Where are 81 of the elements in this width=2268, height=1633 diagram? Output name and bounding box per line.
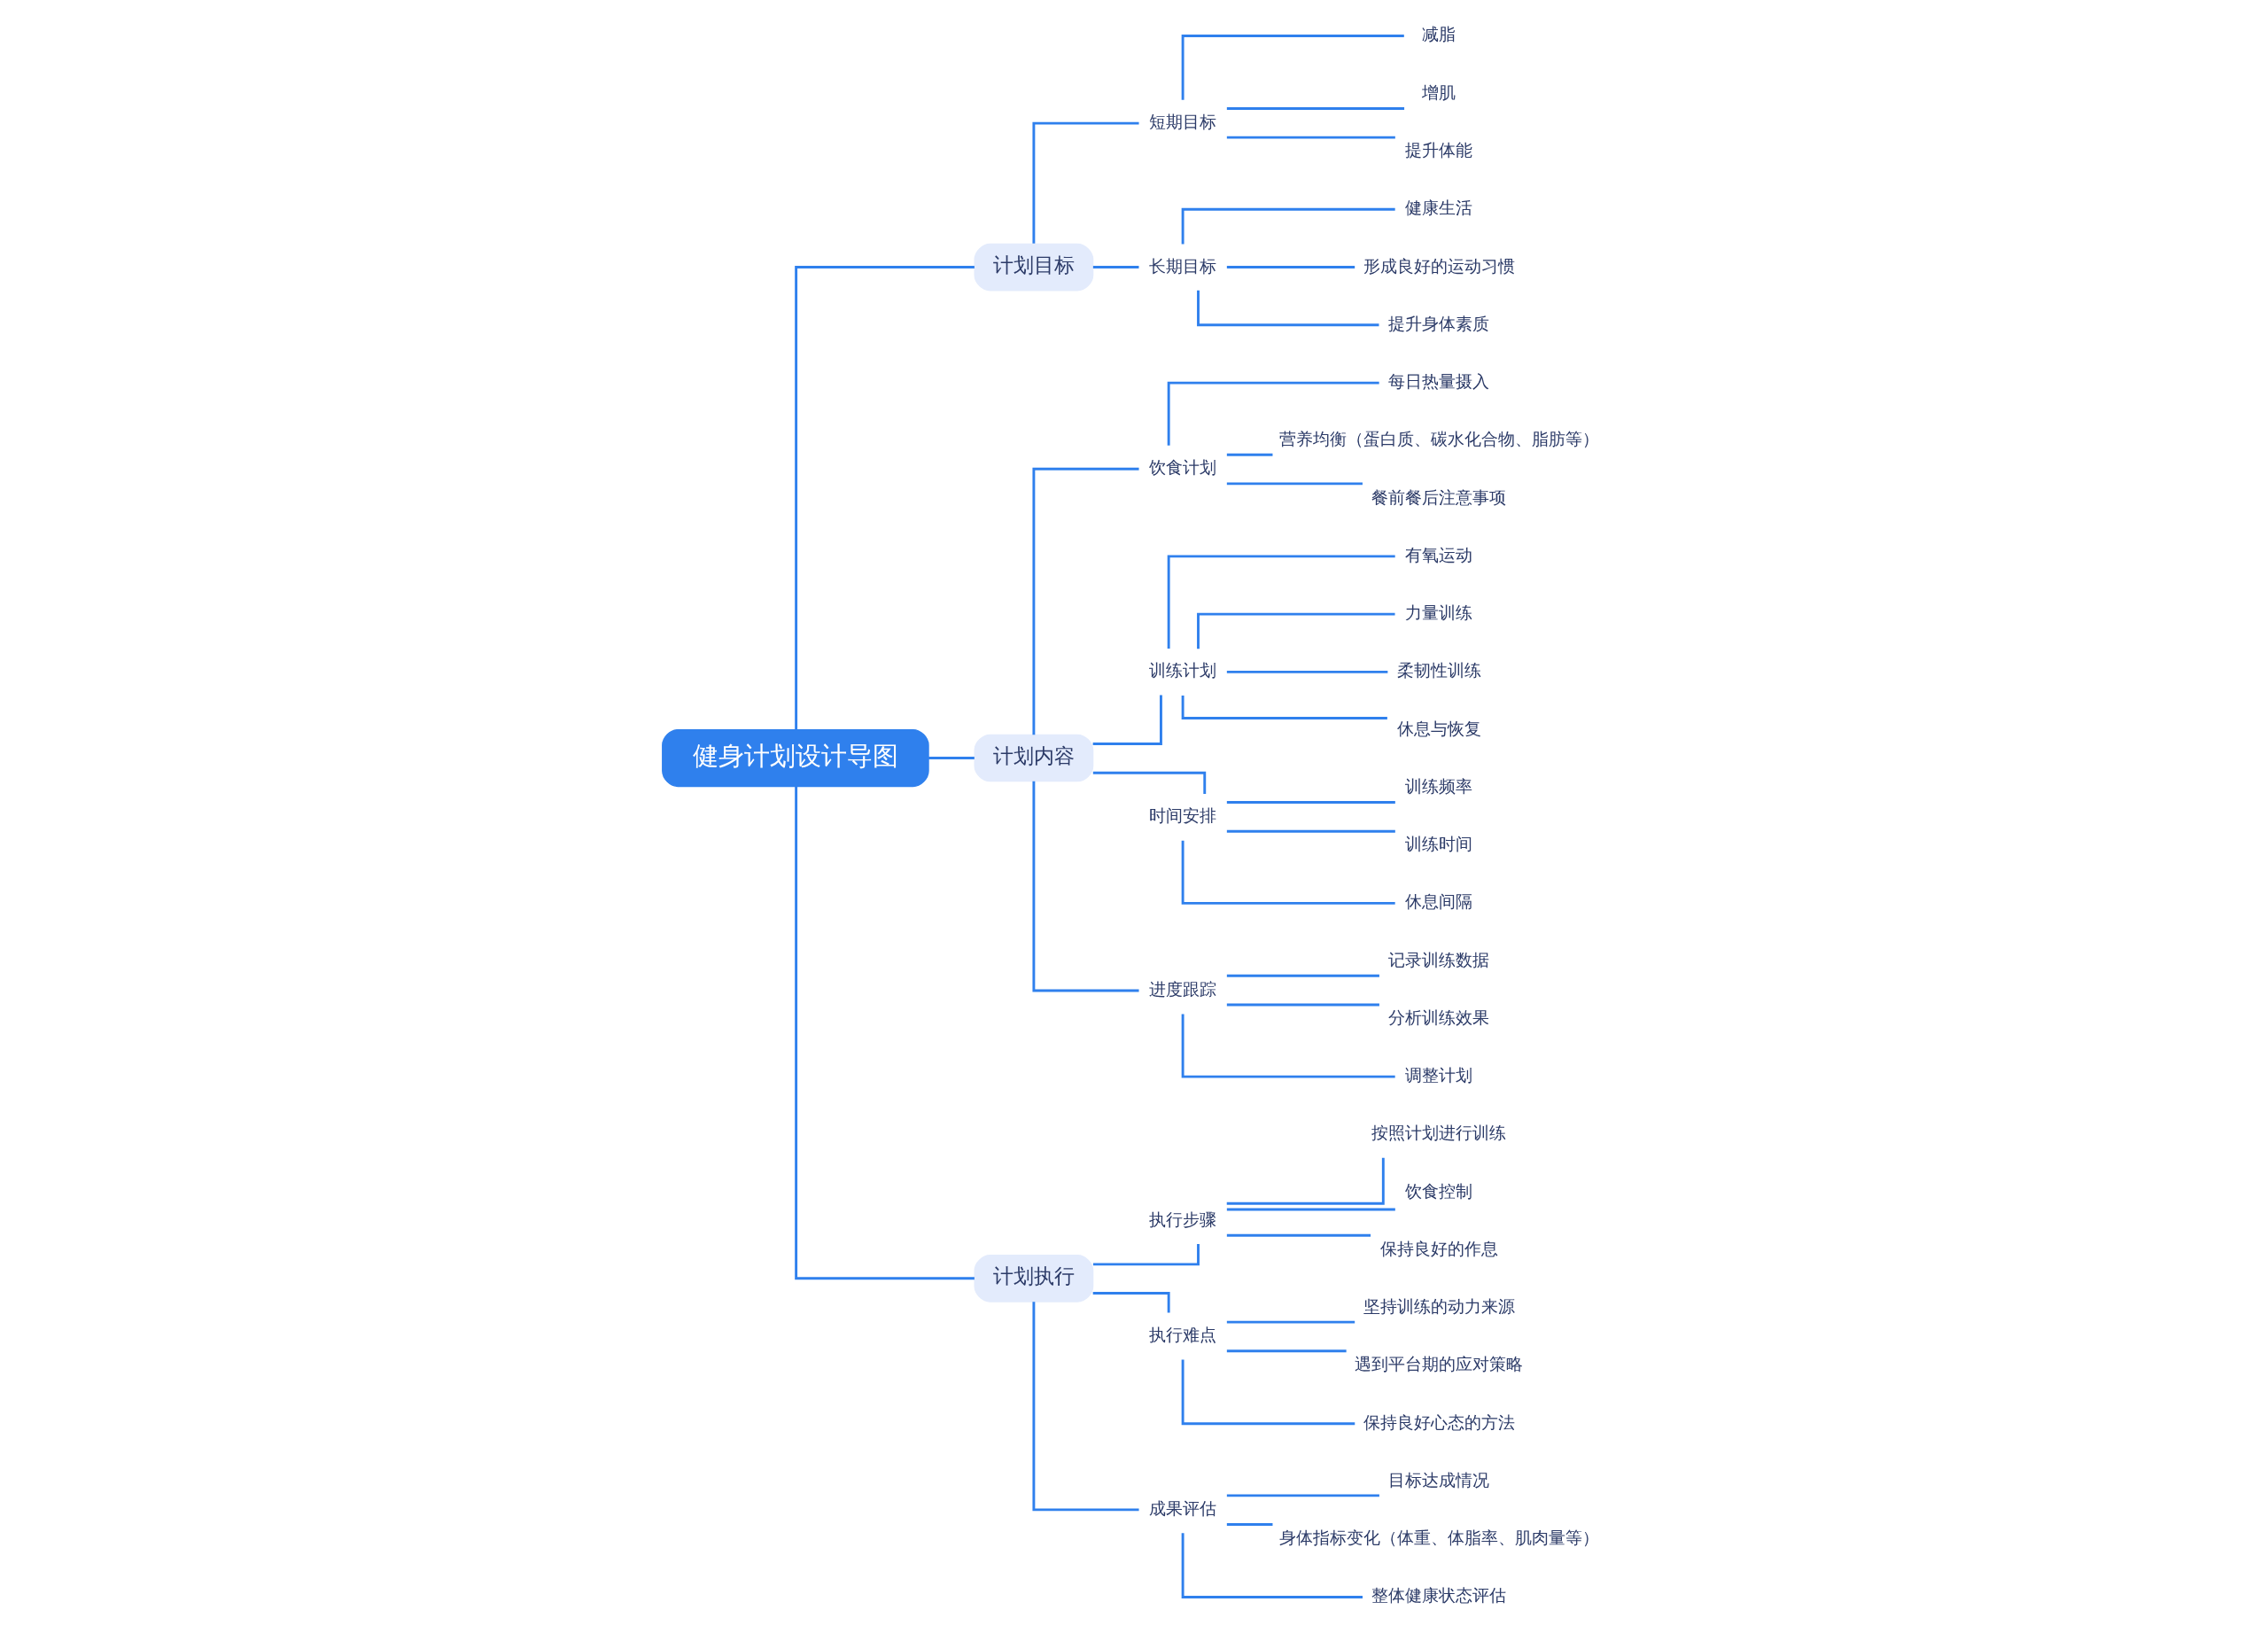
node-box: 计划执行 [974, 1255, 1094, 1303]
node-text: 每日热量摄入 [1388, 372, 1490, 392]
node-text: 记录训练数据 [1388, 950, 1490, 969]
node-text: 训练频率 [1405, 776, 1473, 796]
connector [1167, 555, 1395, 649]
node-text: 遇到平台期的应对策略 [1355, 1355, 1524, 1374]
node-text: 饮食计划 [1149, 458, 1217, 478]
connector [1032, 121, 1139, 244]
connector [1181, 207, 1395, 245]
node-text: 提升身体素质 [1388, 314, 1490, 333]
node-text: 坚持训练的动力来源 [1363, 1297, 1515, 1317]
node-box: 计划内容 [974, 734, 1094, 782]
connector [1197, 612, 1395, 649]
node-text: 保持良好心态的方法 [1363, 1412, 1515, 1432]
node-text: 调整计划 [1405, 1066, 1473, 1085]
node-text: 执行步骤 [1149, 1209, 1217, 1229]
node-text: 身体指标变化（体重、体脂率、肌肉量等） [1278, 1528, 1599, 1548]
connector [1226, 266, 1355, 268]
connector [1226, 1233, 1371, 1237]
node-text: 训练计划 [1149, 661, 1217, 680]
connector [1226, 1320, 1355, 1324]
connector [1197, 290, 1379, 327]
node-text: 饮食控制 [1405, 1181, 1473, 1201]
node-text: 营养均衡（蛋白质、碳水化合物、脂肪等） [1278, 430, 1599, 449]
node-text: 健康生活 [1405, 198, 1473, 218]
connector [1226, 1494, 1379, 1497]
connector [1092, 1292, 1170, 1313]
connector [1032, 1302, 1139, 1512]
connector [1226, 801, 1395, 804]
node-text: 分析训练效果 [1388, 1007, 1490, 1027]
node-text: 形成良好的运动习惯 [1363, 256, 1515, 276]
connector [1226, 1523, 1273, 1526]
node-text: 有氧运动 [1405, 545, 1473, 564]
connector [1226, 136, 1395, 139]
node-box: 健身计划设计导图 [662, 728, 929, 788]
connector [1226, 1349, 1347, 1353]
connector [1181, 1359, 1355, 1426]
connector [1032, 467, 1139, 735]
connector [1226, 1157, 1385, 1205]
connector [1092, 771, 1207, 795]
connector [928, 757, 975, 759]
connector [1181, 696, 1387, 719]
connector [1226, 453, 1273, 456]
connector [1226, 974, 1379, 977]
connector [1181, 1014, 1395, 1078]
connector [1226, 482, 1363, 486]
node-text: 成果评估 [1149, 1498, 1217, 1518]
node-text: 减脂 [1422, 25, 1456, 44]
node-text: 增肌 [1422, 82, 1456, 102]
connector [1092, 695, 1162, 746]
node-text: 时间安排 [1149, 806, 1217, 826]
connector [1226, 107, 1405, 110]
connector [1181, 840, 1395, 905]
node-text: 力量训练 [1405, 603, 1473, 623]
node-text: 进度跟踪 [1149, 979, 1217, 999]
connector [1092, 266, 1139, 268]
node-text: 执行难点 [1149, 1326, 1217, 1345]
node-text: 训练时间 [1405, 835, 1473, 854]
node-text: 餐前餐后注意事项 [1371, 487, 1507, 507]
connector [1181, 35, 1404, 100]
node-text: 柔韧性训练 [1396, 661, 1481, 680]
node-text: 休息与恢复 [1396, 719, 1481, 738]
node-text: 目标达成情况 [1388, 1470, 1490, 1489]
connector [795, 786, 975, 1280]
connector [795, 266, 975, 730]
node-text: 按照计划进行训练 [1371, 1124, 1507, 1143]
node-text: 整体健康状态评估 [1371, 1586, 1507, 1606]
connector [1167, 381, 1379, 446]
connector [1226, 1208, 1395, 1211]
connector [1226, 670, 1388, 673]
node-text: 短期目标 [1149, 113, 1217, 132]
connector [1181, 1533, 1363, 1598]
connector [1032, 781, 1139, 992]
connector [1226, 1003, 1379, 1007]
node-box: 计划目标 [974, 243, 1094, 292]
connector [1226, 829, 1395, 833]
node-text: 保持良好的作息 [1379, 1239, 1498, 1258]
node-text: 长期目标 [1149, 256, 1217, 276]
connector [1092, 1243, 1200, 1266]
node-text: 休息间隔 [1405, 892, 1473, 912]
node-text: 提升体能 [1405, 140, 1473, 159]
